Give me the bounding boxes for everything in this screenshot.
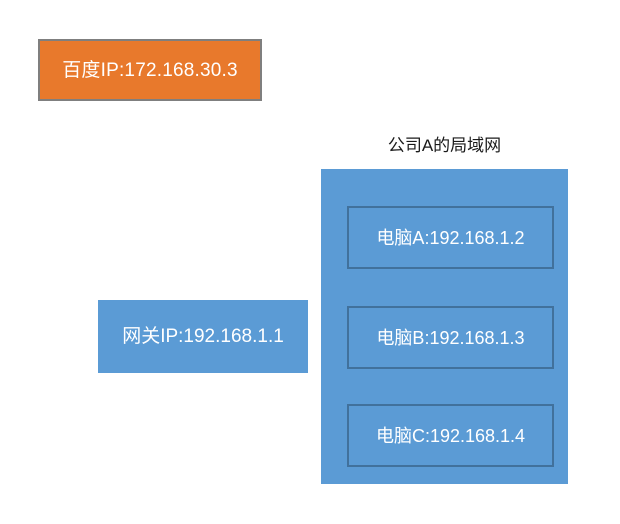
node-gateway-ip[interactable]: 网关IP:192.168.1.1 [98, 300, 308, 373]
lan-group-title: 公司A的局域网 [387, 136, 502, 155]
node-gateway-ip-label: 网关IP:192.168.1.1 [122, 326, 284, 347]
node-computer-b[interactable]: 电脑B:192.168.1.3 [347, 306, 554, 369]
node-computer-b-label: 电脑B:192.168.1.3 [376, 327, 525, 348]
node-baidu-ip-label: 百度IP:172.168.30.3 [62, 59, 238, 81]
node-computer-a[interactable]: 电脑A:192.168.1.2 [347, 206, 554, 269]
node-computer-a-label: 电脑A:192.168.1.2 [376, 227, 525, 248]
node-computer-c[interactable]: 电脑C:192.168.1.4 [347, 404, 554, 467]
node-computer-c-label: 电脑C:192.168.1.4 [375, 425, 526, 446]
node-baidu-ip[interactable]: 百度IP:172.168.30.3 [38, 39, 262, 101]
lan-group-container[interactable]: 电脑A:192.168.1.2 电脑B:192.168.1.3 电脑C:192.… [321, 169, 568, 484]
